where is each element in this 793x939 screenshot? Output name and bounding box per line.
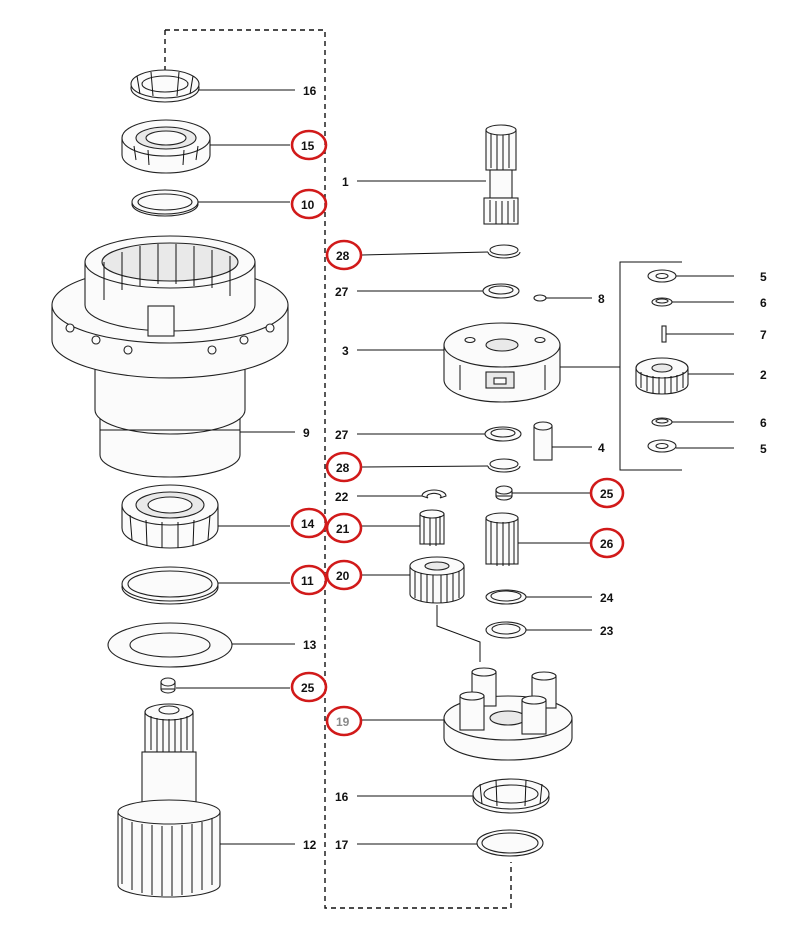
part-19-carrier [443, 667, 573, 761]
callout-4: 4 [598, 441, 605, 455]
callout-2: 2 [760, 368, 767, 382]
callout-28-lower: 28 [336, 461, 350, 475]
part-25-plug-right [495, 485, 513, 501]
part-24-snap-ring [485, 589, 527, 605]
highlight-circles [290, 129, 625, 737]
part-12-pinion-shaft [117, 703, 221, 898]
callout-19: 19 [336, 715, 350, 729]
part-17-seal [476, 829, 544, 857]
part-6-ring-bottom [651, 417, 673, 427]
part-2-planet-gear [635, 357, 689, 395]
group-bracket [560, 261, 682, 471]
callout-27-lower: 27 [335, 428, 349, 442]
callout-12: 12 [303, 838, 317, 852]
callout-5-bottom: 5 [760, 442, 767, 456]
callout-23: 23 [600, 624, 614, 638]
part-27-washer-lower [484, 426, 522, 442]
part-8-pin [533, 294, 547, 302]
part-9-housing [51, 235, 289, 478]
part-26-sun-gear [485, 512, 519, 566]
part-13-washer [107, 622, 233, 668]
part-21-gear [419, 509, 445, 546]
part-28-ring-top [487, 244, 521, 259]
callout-8: 8 [598, 292, 605, 306]
callout-24: 24 [600, 591, 614, 605]
callout-25-right: 25 [600, 487, 614, 501]
callout-25-left: 25 [301, 681, 315, 695]
part-1-sun-shaft [483, 124, 519, 225]
leader-lines [176, 89, 734, 845]
callout-11: 11 [301, 574, 314, 588]
callout-26: 26 [600, 537, 614, 551]
part-16-locknut-bottom [472, 778, 550, 814]
callout-14: 14 [301, 517, 315, 531]
dashed-boundary [164, 29, 512, 909]
part-7-needle [661, 325, 667, 343]
callout-10: 10 [301, 198, 315, 212]
callout-3: 3 [342, 344, 349, 358]
part-5-washer-top [647, 269, 677, 283]
callout-labels: 16 15 10 1 28 27 8 3 5 6 7 2 6 5 9 27 4 … [301, 84, 767, 852]
callout-15: 15 [301, 139, 315, 153]
callout-5-top: 5 [760, 270, 767, 284]
callout-6-top: 6 [760, 296, 767, 310]
part-20-gear [409, 556, 481, 662]
callout-22: 22 [335, 490, 349, 504]
callout-1: 1 [342, 175, 349, 189]
callout-16-bottom: 16 [335, 790, 349, 804]
callout-6-bottom: 6 [760, 416, 767, 430]
part-4-planet-pin [533, 421, 553, 461]
callout-28-top: 28 [336, 249, 350, 263]
callout-17: 17 [335, 838, 349, 852]
callout-9: 9 [303, 426, 310, 440]
part-23-washer [485, 621, 527, 639]
part-27-washer-top [482, 283, 520, 299]
callout-27-top: 27 [335, 285, 349, 299]
part-10-ring [131, 189, 199, 217]
part-28-ring-lower [487, 458, 521, 473]
callout-7: 7 [760, 328, 767, 342]
part-11-snap-ring [121, 566, 219, 605]
part-14-roller-bearing [121, 484, 219, 549]
part-15-bearing [121, 119, 211, 174]
part-5-washer-bottom [647, 439, 677, 453]
part-22-circlip [421, 489, 447, 499]
part-3-carrier [443, 322, 561, 403]
callout-13: 13 [303, 638, 317, 652]
callout-16-top: 16 [303, 84, 317, 98]
part-16-locknut [130, 69, 200, 103]
part-6-ring-top [651, 297, 673, 307]
callout-20: 20 [336, 569, 350, 583]
callout-21: 21 [336, 522, 350, 536]
part-25-plug-left [160, 677, 176, 694]
